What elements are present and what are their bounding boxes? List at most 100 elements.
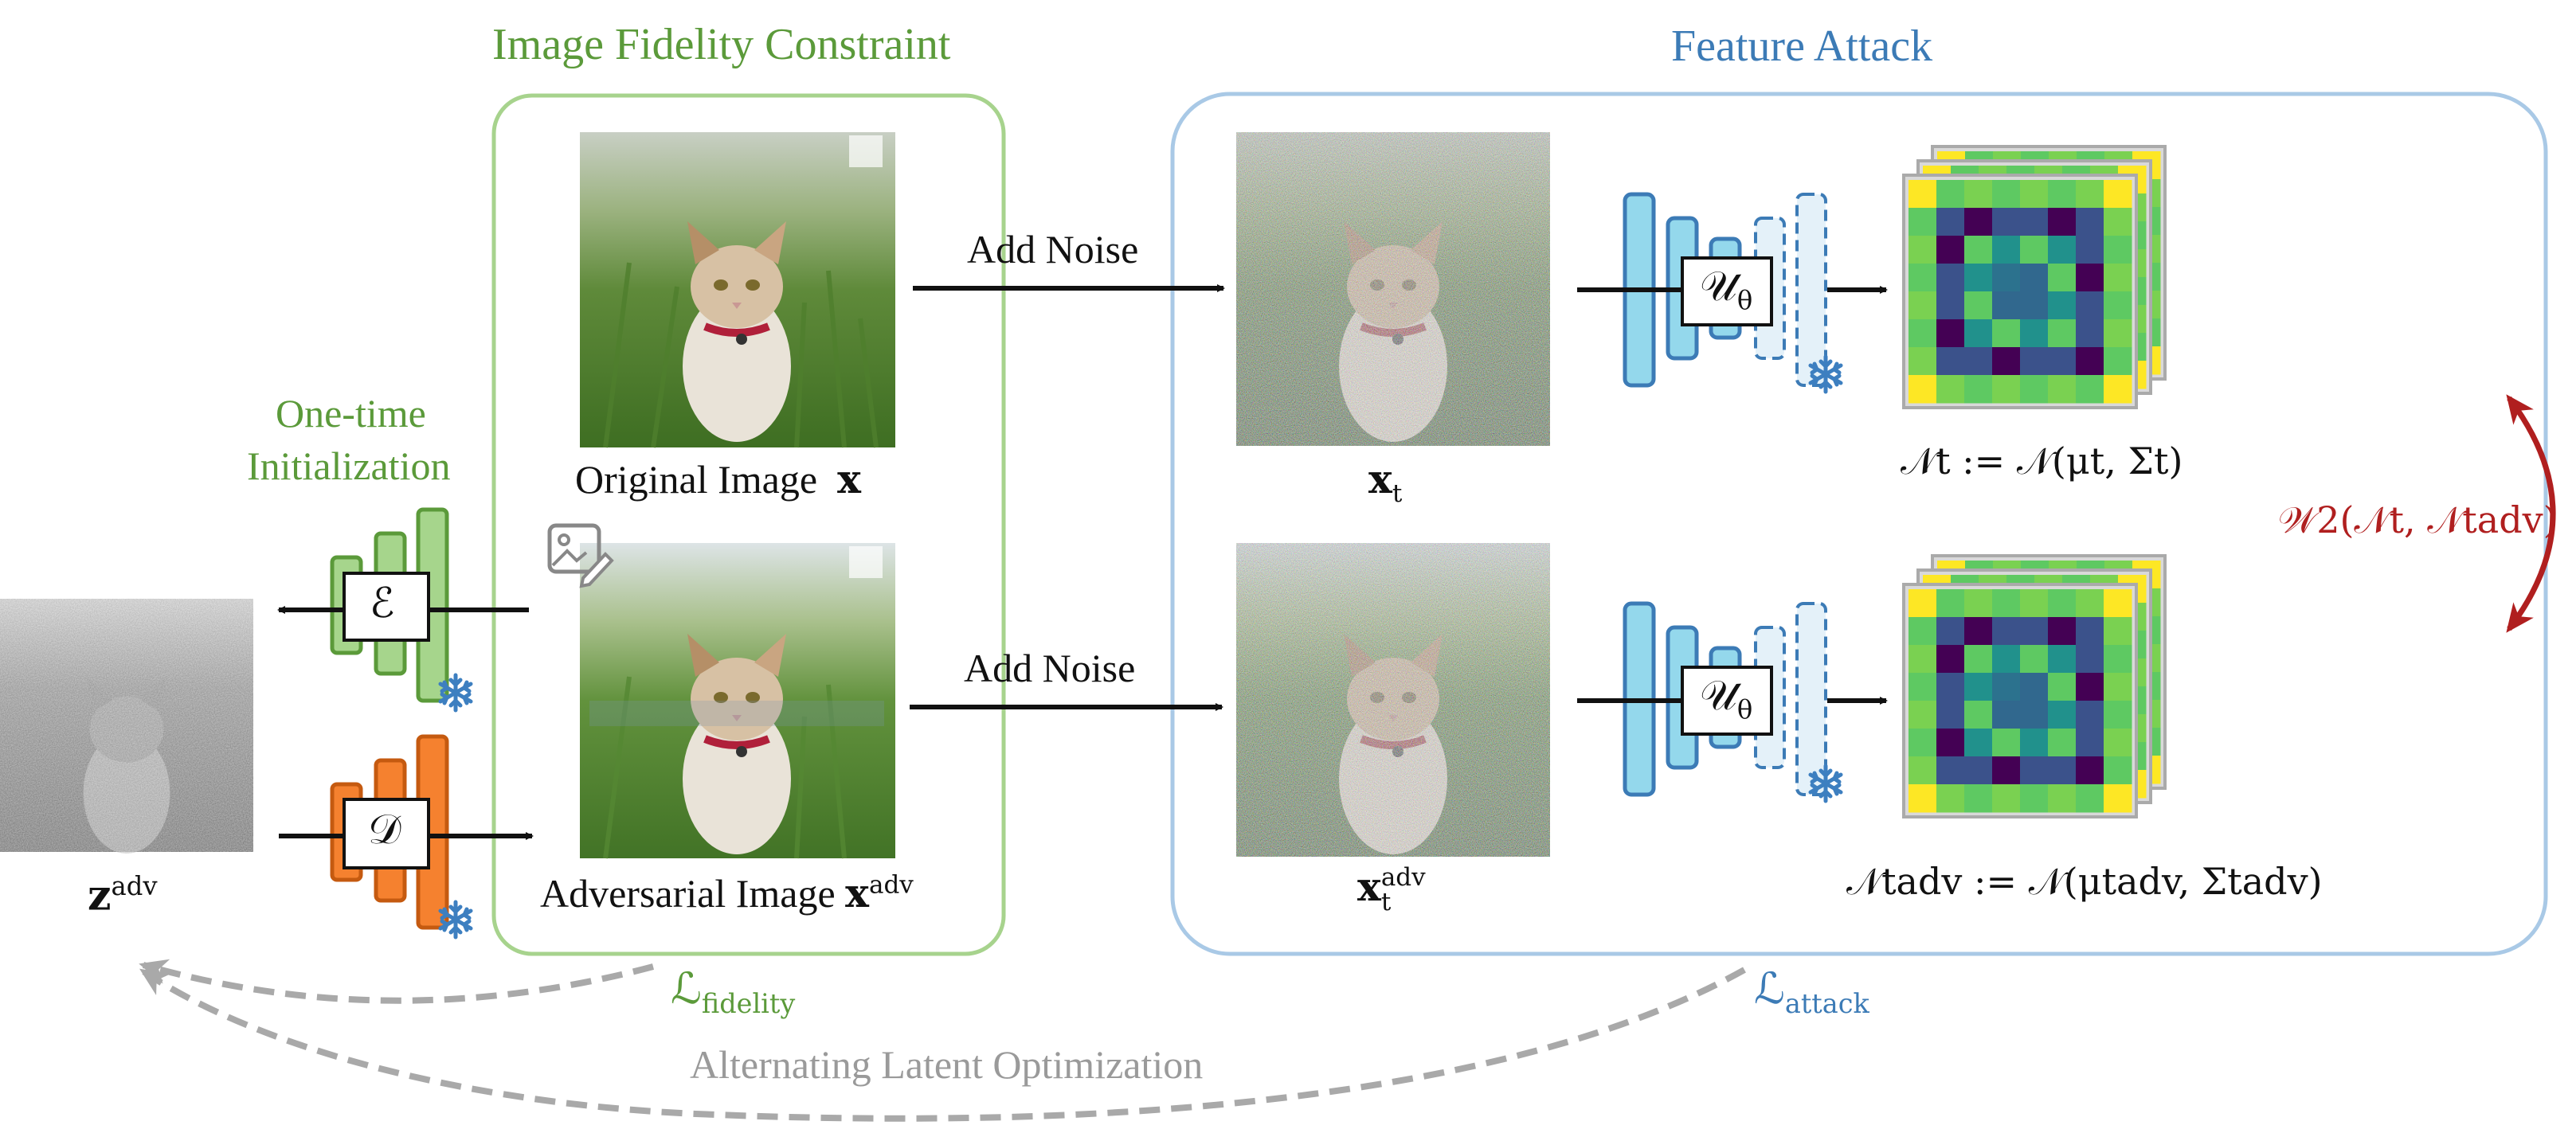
feature-map-cell [1964,589,1993,618]
fidelity-constraint-box [491,93,1006,956]
feature-map-cell [1964,291,1993,320]
feature-map-cell [2076,319,2104,348]
feature-map-cell [1964,236,1993,264]
feature-map-cell [1992,784,2021,813]
feature-map-cell [1936,319,1965,348]
feature-map-cell [2020,319,2049,348]
feature-map-cell [1992,589,2021,618]
feature-map-cell [2104,208,2132,236]
feature-map-cell [1964,208,1993,236]
feature-map-cell [1992,729,2021,757]
latent-z-adv-image [0,599,253,854]
feature-map-cell [1964,264,1993,292]
feature-map-cell [2020,701,2049,729]
feature-map-cell [2104,180,2132,209]
feature-map-cell [1992,236,2021,264]
feature-map-cell [1992,673,2021,701]
feature-map-cell [1936,589,1965,618]
feature-map-cell [1964,375,1993,404]
feature-map-cell [2048,347,2077,376]
feature-map-cell [2104,673,2132,701]
feature-map-cell [1909,347,1937,376]
feature-map-cell [1992,617,2021,646]
feature-map-cell [1936,784,1965,813]
w2-formula: 𝒲2(𝒩t, 𝒩tadv) [2278,498,2558,541]
feature-map-cell [1964,617,1993,646]
feature-map-cell [1936,617,1965,646]
feature-map-cell [1936,236,1965,264]
feature-map-cell [1992,208,2021,236]
n-t-adv-formula: 𝒩tadv := 𝒩(μtadv, Σtadv) [1846,860,2323,903]
n-t-formula: 𝒩t := 𝒩(μt, Σt) [1901,440,2183,483]
feature-map-cell [2020,729,2049,757]
feature-map-cell [1936,208,1965,236]
feature-map-cell [2076,617,2104,646]
feature-map-cell [2020,589,2049,618]
feature-map-cell [1909,645,1937,674]
feature-map-cell [1909,236,1937,264]
alternating-optimization-loop [139,967,1746,1122]
feature-map-cell [2076,264,2104,292]
original-image [580,132,895,448]
one-time-label: One-time [276,391,426,436]
feature-map-cell [1909,589,1937,618]
feature-map-cell [1936,645,1965,674]
feature-map-cell [2048,264,2077,292]
feature-map-cell [2048,208,2077,236]
z-adv-label: zadv [88,871,158,920]
feature-map-cell [1936,180,1965,209]
feature-map-cell [2048,589,2077,618]
feature-map-cell [1992,347,2021,376]
feature-map-cell [1964,784,1993,813]
feature-map-cell [2076,673,2104,701]
feature-map-cell [1992,375,2021,404]
feature-map-cell [2104,375,2132,404]
feature-map-cell [2048,645,2077,674]
feature-map-cell [2076,208,2104,236]
feature-map-cell [2020,264,2049,292]
feature-map-cell [2076,784,2104,813]
feature-map-cell [1992,756,2021,785]
feature-map-cell [2104,236,2132,264]
add-noise-bottom-label: Add Noise [964,646,1136,690]
feature-map-cell [2020,180,2049,209]
feature-map-cell [2048,673,2077,701]
feature-map-cell [2048,756,2077,785]
feature-map-cell [1909,673,1937,701]
feature-map-cell [2104,291,2132,320]
feature-map-cell [1936,264,1965,292]
feature-map-cell [2020,673,2049,701]
feature-map-cell [1992,264,2021,292]
unet-symbol-bottom: 𝒰θ [1700,672,1753,725]
feature-map-cell [1936,729,1965,757]
feature-map-cell [1992,291,2021,320]
unet-top [1623,192,1827,388]
feature-map-cell [2104,319,2132,348]
feature-map-cell [1964,756,1993,785]
feature-map-cell [1909,180,1937,209]
feature-map-cell [2020,784,2049,813]
feature-map-cell [1909,375,1937,404]
original-image-caption: Original Image x [575,455,861,502]
feature-map-cell [2048,319,2077,348]
fidelity-title: Image Fidelity Constraint [492,20,951,69]
feature-map-cell [1936,756,1965,785]
feature-maps-top [1902,145,2167,409]
unet-symbol-top: 𝒰θ [1700,263,1753,316]
feature-map-cell [2104,617,2132,646]
feature-map-cell [1936,701,1965,729]
feature-map-cell [1936,347,1965,376]
adversarial-image-caption: Adversarial Image xadv [540,869,914,916]
feature-map-cell [2076,645,2104,674]
feature-map-cell [2020,347,2049,376]
feature-map-cell [2048,291,2077,320]
feature-map-cell [1992,319,2021,348]
feature-map-cell [2104,756,2132,785]
feature-map-cell [1992,180,2021,209]
feature-map-cell [1964,347,1993,376]
feature-map-cell [1964,319,1993,348]
loss-attack-label: ℒattack [1754,963,1869,1019]
feature-map-cell [1909,617,1937,646]
